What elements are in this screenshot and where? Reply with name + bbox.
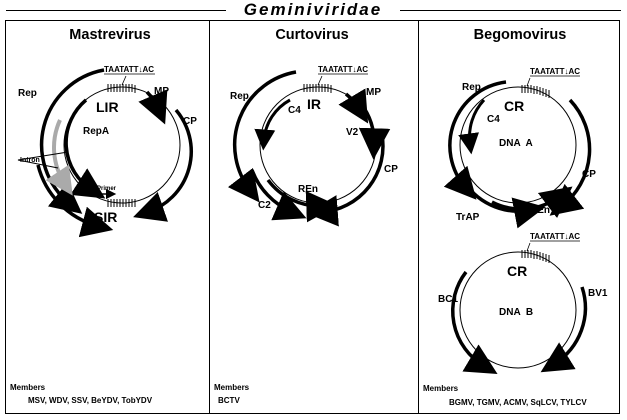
cp-arrow [133,108,193,222]
curto-ren-label: REn [298,184,318,195]
curto-c2-arrow [250,169,307,221]
intron-wedge [17,151,69,169]
ir-label: IR [307,96,321,112]
dna-b-genome-circle [459,251,577,369]
lir-label: LIR [96,99,119,115]
bc1-arrow [451,270,498,375]
begomovirus-title: Begomovirus [473,27,567,43]
lir-hatch [107,84,136,93]
family-title: Geminiviridae [243,0,383,19]
bego-ren-label: REn [530,205,550,216]
curto-seq: TAATATT↓AC [318,65,368,74]
curto-c2-label: C2 [258,200,271,211]
bego-c4-label: C4 [487,114,500,125]
curto-rep-label: Rep [230,91,249,102]
mastre-seq: TAATATT↓AC [104,65,154,74]
bego-trap-arrow [460,177,546,229]
curto-members: BCTV [218,396,240,405]
primer-label: Primer [97,186,117,192]
mastrevirus-genome-circle [63,86,181,204]
curto-cp-arrow [306,134,385,227]
rep-arrow [39,68,105,214]
cr-b-label: CR [507,263,527,279]
mastre-mp-label: MP [154,86,169,97]
bc1-label: BC1 [438,294,458,305]
bego-cp-arrow [549,98,592,216]
bv1-arrow [540,286,588,373]
bego-members-label: Members [423,384,459,393]
diagram-frame [5,20,620,414]
bego-members: BGMV, TGMV, ACMV, SqLCV, TYLCV [449,398,587,407]
mastrevirus-title: Mastrevirus [69,27,151,43]
bego-seq-a: TAATATT↓AC [530,67,580,76]
bv1-label: BV1 [588,288,608,299]
bego-seq-b: TAATATT↓AC [530,232,580,241]
cr-b-hatch [521,250,550,263]
curto-members-label: Members [214,383,250,392]
mastre-cp-label: CP [183,116,197,127]
bego-c4-arrow [458,98,486,155]
mastre-members: MSV, WDV, SSV, BeYDV, TobYDV [28,396,153,405]
curto-rep-arrow [227,70,297,203]
bego-rep-arrow [443,80,507,200]
curto-v2-label: V2 [346,127,359,138]
curto-mp-arrow [338,88,369,124]
ir-hatch [303,84,332,93]
curto-mp-label: MP [366,87,381,98]
dna-a-map [443,77,592,229]
mastre-seq-pointer [121,75,127,86]
dna-b-label: DNA B [499,307,533,318]
title-rule-left [6,10,226,11]
cr-a-hatch [521,85,550,98]
sir-label: SIR [94,209,117,225]
mastre-rep-label: Rep [18,88,37,99]
curtovirus-map [227,70,391,227]
cr-a-label: CR [504,98,524,114]
intron-arrow [45,119,73,196]
panel-divider-2 [418,20,419,414]
bego-cp-label: CP [582,169,596,180]
curto-c4-label: C4 [288,105,301,116]
curto-v2-arrow [358,107,391,160]
title-rule-right [400,10,621,11]
mastre-repa-label: RepA [83,126,109,137]
repa-arrow [64,98,106,199]
mastrevirus-map [17,68,193,238]
dna-b-map [451,242,588,375]
bego-trap-label: TrAP [456,212,480,223]
rep-exon2-arrow [36,164,114,238]
curtovirus-title: Curtovirus [275,27,349,43]
curto-c4-arrow [254,98,291,151]
dna-a-label: DNA A [499,138,533,149]
mastre-members-label: Members [10,383,46,392]
bego-rep-label: Rep [462,82,481,93]
panel-divider-1 [209,20,210,414]
intron-label: Intron [20,157,40,164]
curto-cp-label: CP [384,164,398,175]
mp-arrow [138,89,168,125]
